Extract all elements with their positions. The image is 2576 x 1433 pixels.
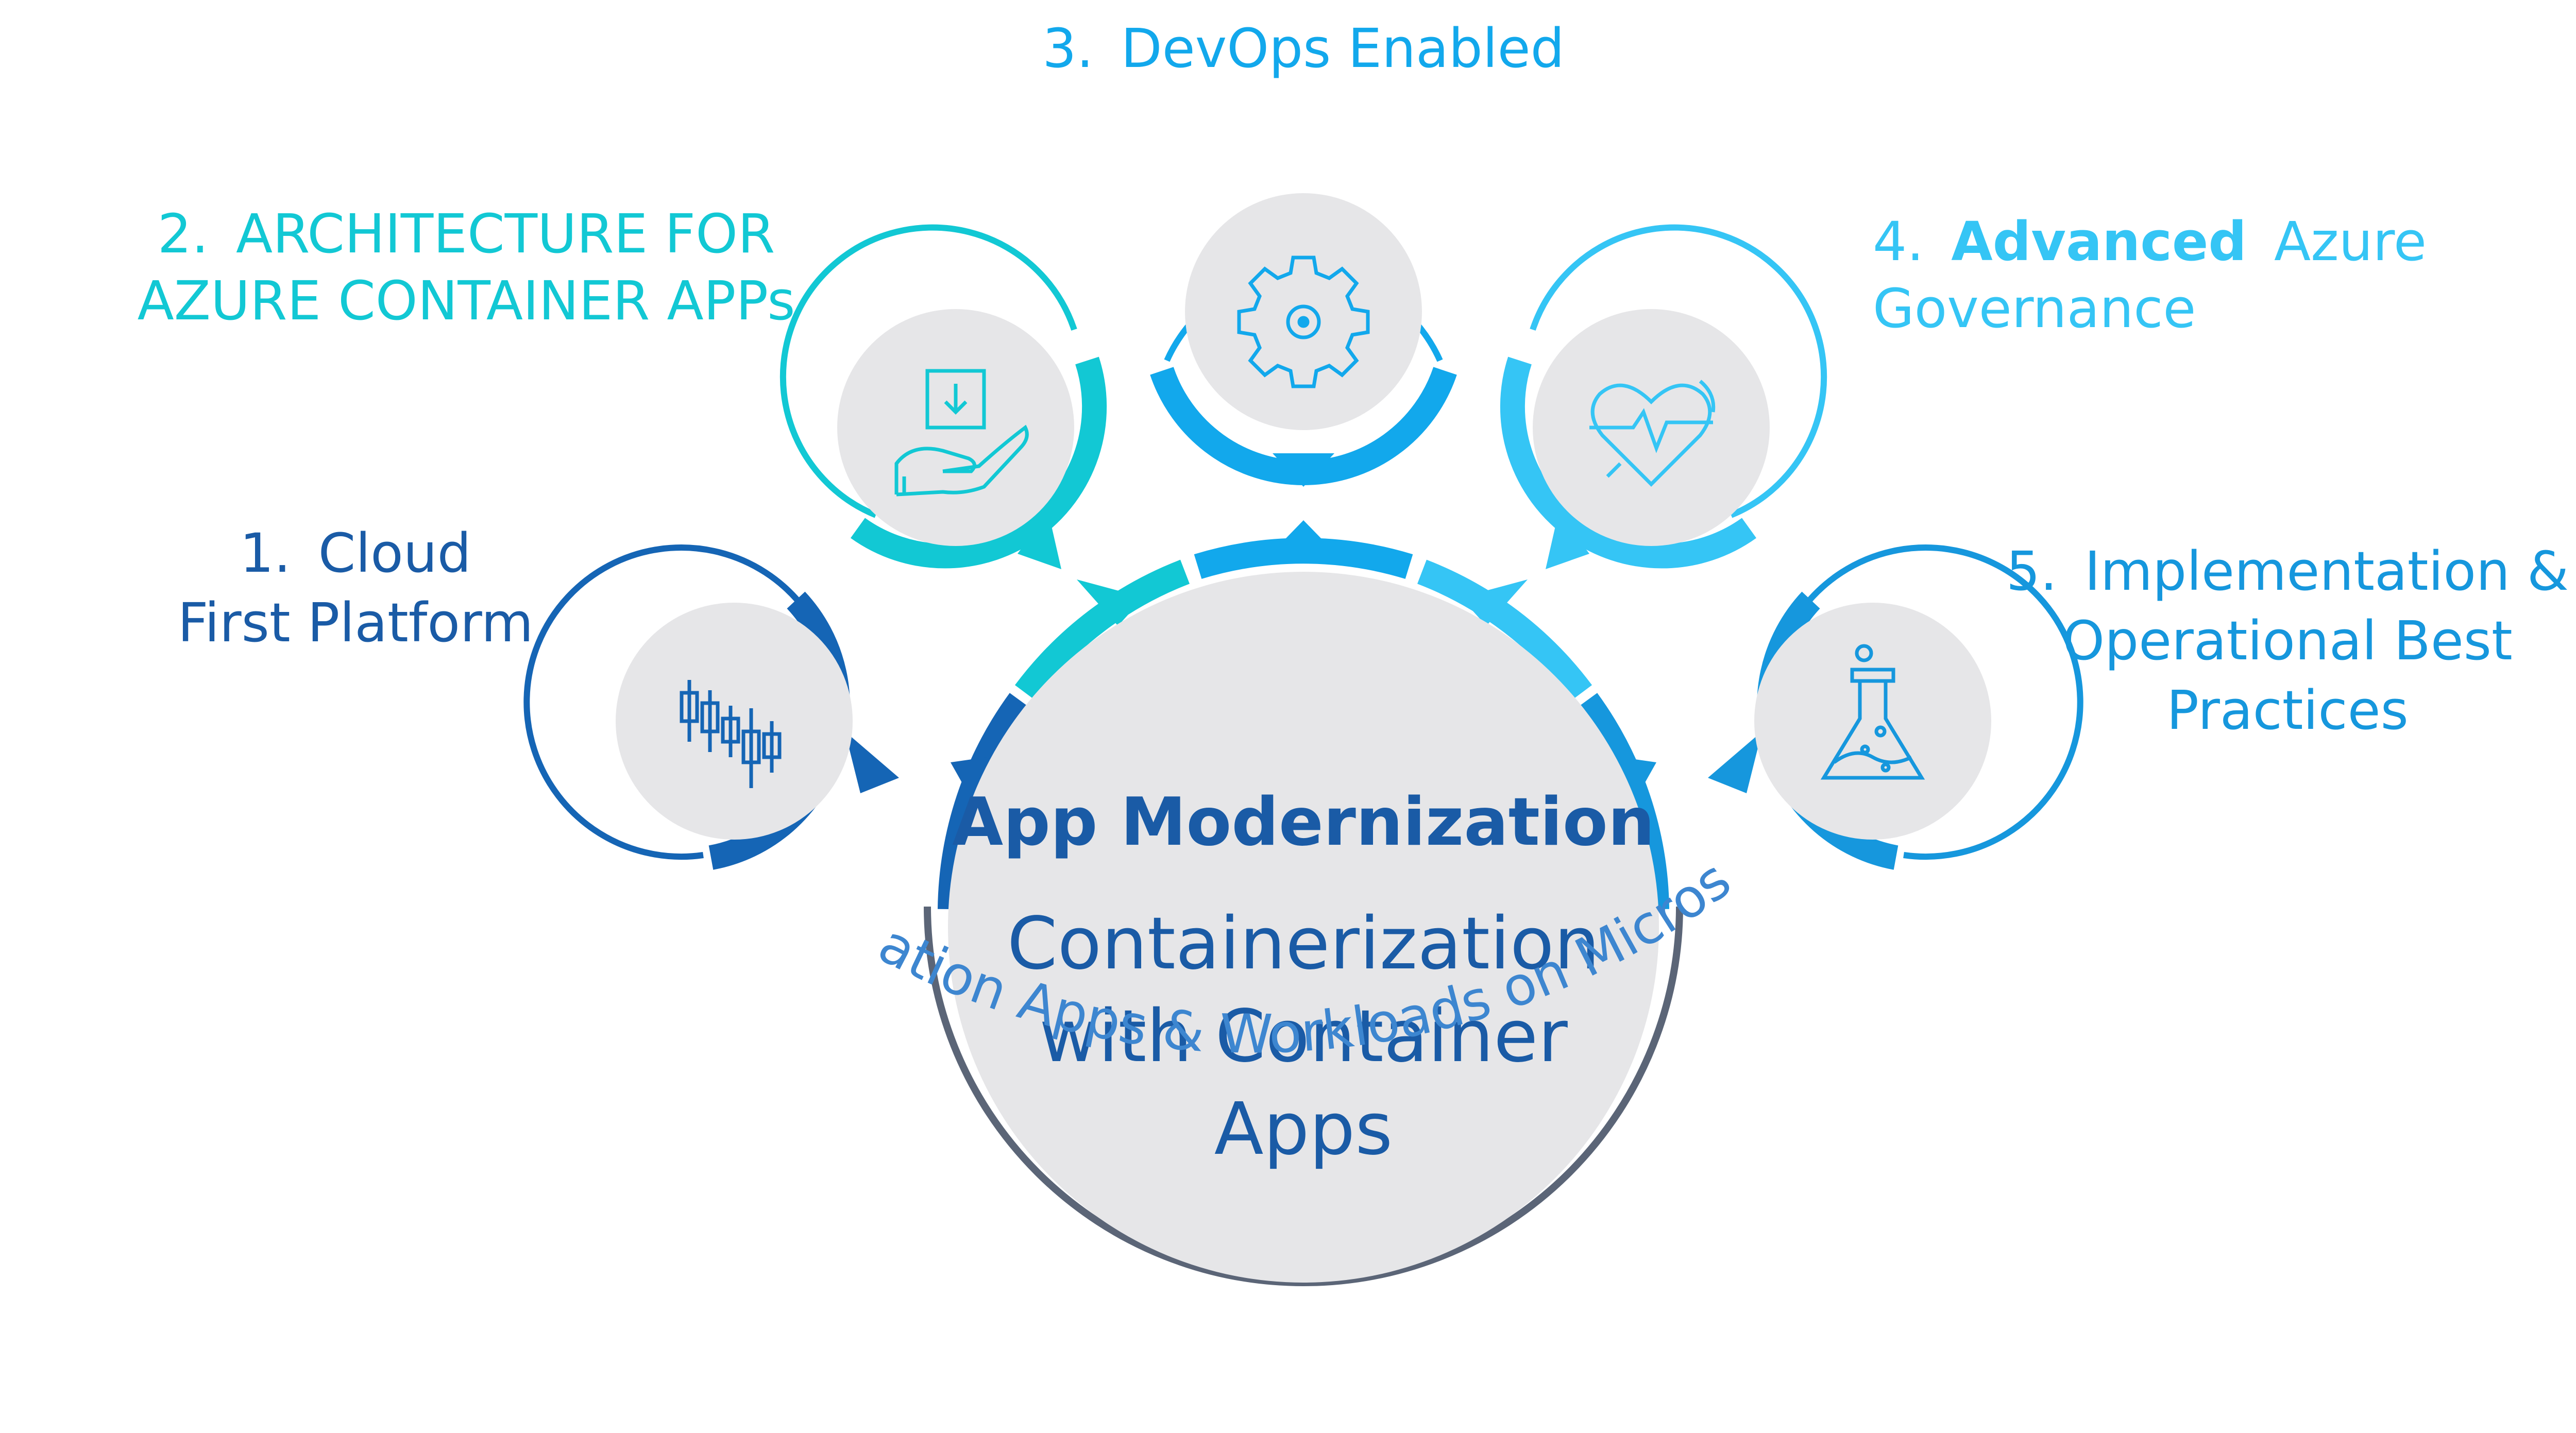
pillar-4-thick-ring <box>1500 356 1756 569</box>
pillar-5-disc <box>1754 603 1991 840</box>
center-subtitle-line-3: Apps <box>1214 1087 1393 1171</box>
ring-segment-2 <box>1014 559 1190 701</box>
pillar-4-bold-word: Advanced <box>1951 210 2247 273</box>
pillar-2-line-1: ARCHITECTURE FOR <box>236 202 775 265</box>
pillar-3-label: 3. DevOps Enabled <box>1042 17 1564 80</box>
center-circle <box>948 572 1659 1283</box>
gear-icon <box>1237 255 1370 388</box>
pillar-2-label-line-2: AZURE CONTAINER APPs <box>138 269 795 332</box>
lab-flask-icon <box>1820 644 1925 780</box>
pillar-4-thin-ring <box>1530 224 1827 518</box>
pillar-4-disc <box>1533 309 1770 546</box>
pillar-1-disc <box>616 603 853 840</box>
pillar-5-line-1: Implementation & <box>2084 540 2569 603</box>
pillar-1-pointer <box>845 731 899 793</box>
center-title: App Modernization <box>952 784 1655 861</box>
pillar-5-label-line-3: Practices <box>2166 679 2409 742</box>
pillar-4: 4. Advanced Azure Governance <box>1500 210 2427 569</box>
pillar-5-pointer <box>1708 731 1762 793</box>
pillar-5: 5. Implementation & Operational Best Pra… <box>1708 540 2569 870</box>
pillar-3-pointer <box>1273 453 1334 487</box>
pillar-2-pointer <box>1018 513 1061 569</box>
pillar-2-number: 2. <box>158 202 209 265</box>
pillar-1: 1. Cloud First Platform <box>178 522 899 870</box>
pillar-3-line-1: DevOps Enabled <box>1121 17 1565 80</box>
pillar-2-thin-ring <box>779 224 1077 518</box>
pointer-1 <box>951 757 987 804</box>
pointer-2 <box>1077 579 1144 626</box>
pillar-3-number: 3. <box>1042 17 1093 80</box>
pointer-5 <box>1620 757 1656 804</box>
center-subtitle-line-2: with Container <box>1039 995 1568 1079</box>
pillar-1-thin-ring <box>523 544 806 860</box>
pillar-1-number: 1. <box>240 522 291 585</box>
pillar-1-label-line-2: First Platform <box>178 591 534 654</box>
hand-holding-box-icon <box>894 369 1029 497</box>
heart-pulse-icon <box>1589 380 1716 487</box>
candlestick-chart-icon <box>680 680 782 788</box>
pillar-2-label-line-1: 2. ARCHITECTURE FOR <box>158 202 775 265</box>
pillar-4-label-line-1: 4. Advanced Azure <box>1873 210 2427 273</box>
pillar-3-disc <box>1185 193 1422 430</box>
pointer-3 <box>1268 520 1338 556</box>
pillar-4-pointer <box>1546 513 1589 569</box>
ring-segment-4 <box>1417 559 1592 701</box>
pillar-3: 3. DevOps Enabled <box>1042 17 1565 487</box>
center-subtitle-line-1: Containerization <box>1007 902 1600 986</box>
pillar-2-thick-ring <box>851 356 1107 569</box>
pillar-5-label-line-1: 5. Implementation & <box>2006 540 2569 603</box>
pillar-5-label-line-2: Operational Best <box>2062 609 2513 672</box>
pillar-4-label-line-2: Governance <box>1873 277 2196 340</box>
pillar-5-number: 5. <box>2006 540 2057 603</box>
pillar-2: 2. ARCHITECTURE FOR AZURE CONTAINER APPs <box>138 202 1107 569</box>
pillar-4-number: 4. <box>1873 210 1924 273</box>
pillar-4-line-1: Azure <box>2274 210 2427 273</box>
pillar-1-line-1: Cloud <box>318 522 471 585</box>
pillar-1-label-line-1: 1. Cloud <box>240 522 471 585</box>
pillar-5-thin-ring <box>1801 544 2083 860</box>
pointer-4 <box>1461 579 1528 626</box>
